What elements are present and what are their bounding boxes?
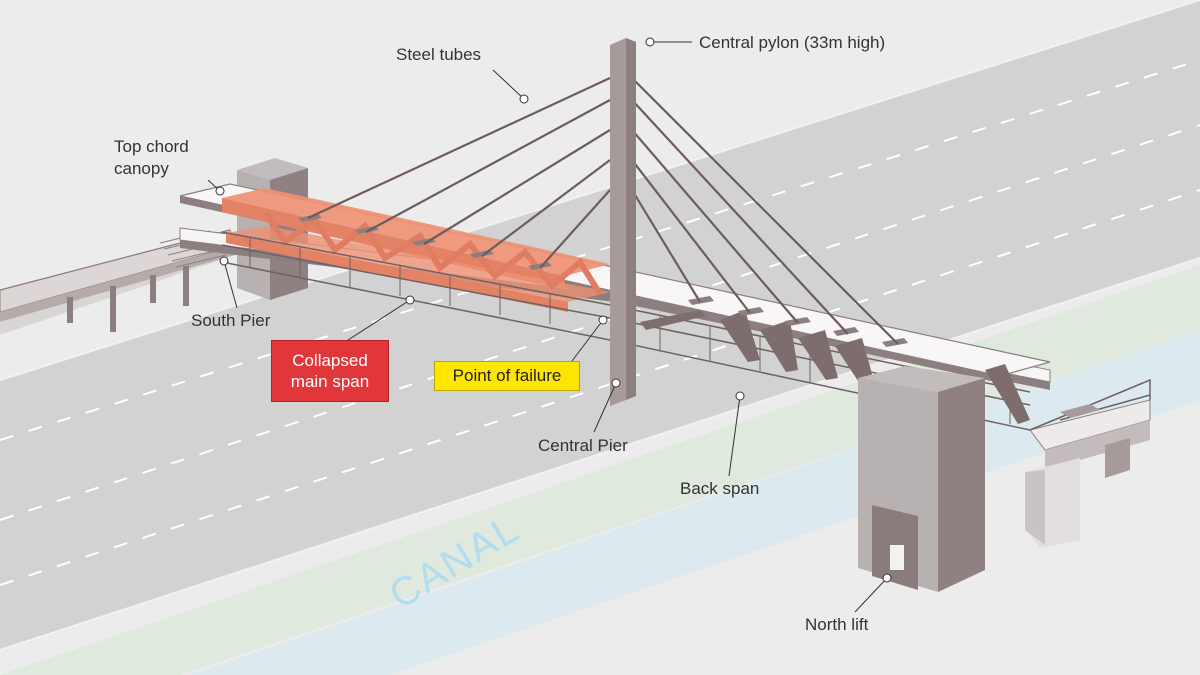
collapsed-main-span-box: Collapsed main span — [271, 340, 389, 402]
road-edge — [0, 0, 1200, 380]
south-pier-label: South Pier — [191, 311, 271, 330]
collapsed-main-span — [222, 188, 610, 312]
point-of-failure-box: Point of failure — [434, 361, 580, 391]
central-pylon — [610, 38, 636, 406]
north-landing — [1025, 378, 1151, 548]
back-span-struts — [640, 310, 1030, 424]
central-pier-label: Central Pier — [538, 436, 628, 455]
road — [0, 0, 1200, 650]
leader-lines — [207, 37, 892, 613]
south-approach — [0, 229, 236, 335]
north-lift-tower — [858, 366, 985, 592]
collapsed-label-line2: main span — [290, 372, 370, 391]
central-pylon-label: Central pylon (33m high) — [699, 33, 886, 52]
collapsed-label-line1: Collapsed — [292, 351, 368, 370]
top-chord-label-line1: Top chord — [114, 137, 189, 156]
back-span-label: Back span — [680, 479, 760, 498]
road-edge — [0, 257, 1200, 651]
stay-cables — [307, 77, 899, 345]
north-lift-label: North lift — [805, 615, 869, 634]
top-chord-label-line2: canopy — [114, 159, 169, 178]
steel-tubes-label: Steel tubes — [396, 45, 482, 64]
